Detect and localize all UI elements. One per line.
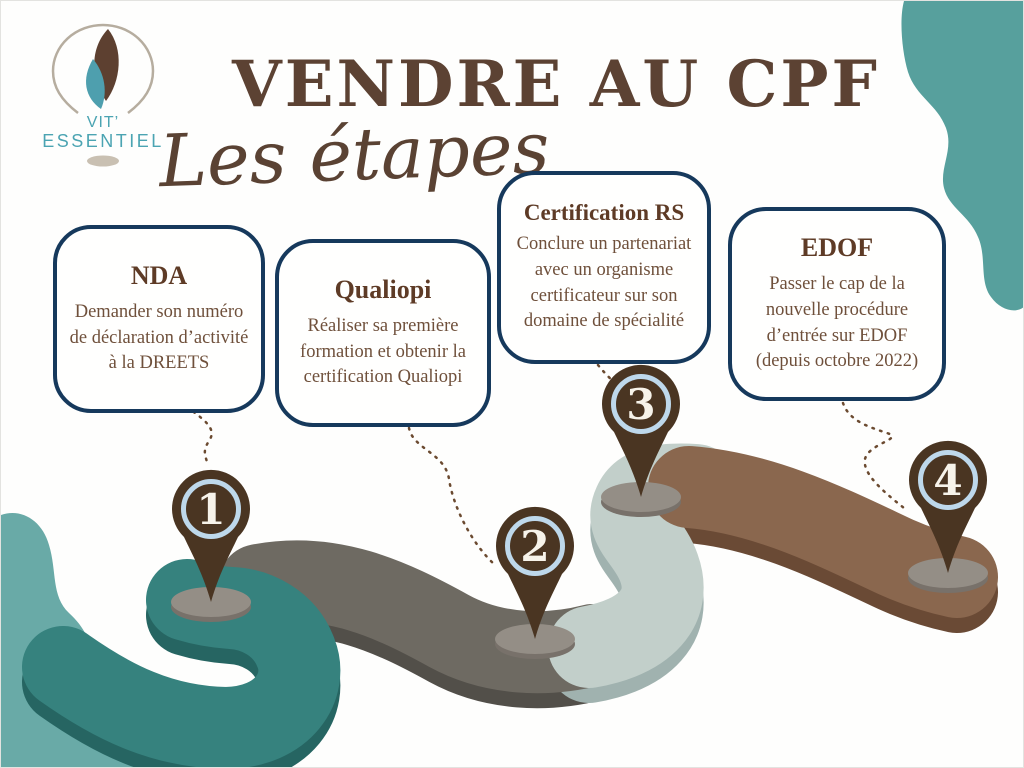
step-title: EDOF bbox=[800, 232, 874, 262]
step-description: Réaliser sa première formation et obteni… bbox=[300, 315, 466, 388]
step-box-qualiopi: Qualiopi Réaliser sa première formation … bbox=[275, 239, 491, 427]
step-title: Certification RS bbox=[523, 199, 685, 225]
pin-number-2: 2 bbox=[520, 522, 549, 571]
lightbulb-base bbox=[87, 155, 119, 167]
map-pin-1: 1 bbox=[172, 469, 250, 602]
pin-ring bbox=[611, 374, 671, 434]
connector-2 bbox=[407, 426, 497, 567]
step-title: Qualiopi bbox=[334, 274, 432, 304]
logo-leaf-teal bbox=[86, 59, 105, 109]
logo-line1: VIT’ bbox=[87, 114, 119, 131]
map-pin-2: 2 bbox=[496, 506, 574, 639]
step-box-nda: NDA Demander son numéro de déclaration d… bbox=[53, 225, 265, 413]
pin-ring bbox=[181, 479, 241, 539]
pin-number-1: 1 bbox=[196, 485, 225, 534]
map-pins: 1 2 3 4 bbox=[172, 364, 987, 639]
pin-ring bbox=[505, 516, 565, 576]
pin-ring bbox=[918, 450, 978, 510]
page-title: VENDRE AU CPF bbox=[232, 47, 880, 122]
step-box-certification-rs: Certification RS Conclure un partenariat… bbox=[497, 171, 711, 364]
step-box-edof: EDOF Passer le cap de la nouvelle procéd… bbox=[728, 207, 946, 401]
dotted-connectors bbox=[185, 363, 906, 567]
step-title: NDA bbox=[130, 260, 188, 290]
pin-base-2 bbox=[495, 624, 575, 659]
map-pin-3: 3 bbox=[602, 364, 680, 497]
step-description: Conclure un partenariat avec un organism… bbox=[516, 233, 692, 332]
map-pin-4: 4 bbox=[909, 440, 987, 573]
connector-1 bbox=[185, 405, 213, 466]
step-description: Demander son numéro de déclaration d’act… bbox=[69, 301, 249, 374]
teal-blob-top-right bbox=[901, 1, 1023, 311]
pin-number-4: 4 bbox=[933, 456, 962, 505]
pin-number-3: 3 bbox=[626, 380, 655, 429]
step-description: Passer le cap de la nouvelle procédure d… bbox=[755, 273, 919, 372]
logo-line2: ESSENTIEL bbox=[42, 131, 164, 151]
vit-essentiel-logo: VIT’ ESSENTIEL bbox=[42, 23, 164, 167]
lightbulb-icon bbox=[51, 23, 155, 114]
road-segment-teal bbox=[22, 559, 341, 767]
connector-4 bbox=[841, 401, 906, 510]
connector-3 bbox=[596, 363, 623, 391]
page-subtitle: Les étapes bbox=[157, 105, 551, 204]
